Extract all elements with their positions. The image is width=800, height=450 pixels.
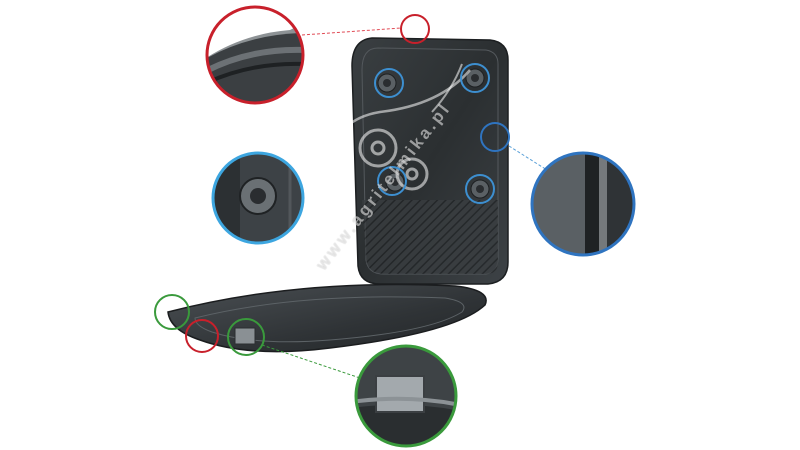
callout-marker-blue-tl bbox=[374, 68, 404, 98]
callout-marker-green-left bbox=[154, 294, 190, 330]
leader-line-green bbox=[261, 344, 361, 379]
callout-marker-green-tab bbox=[227, 318, 265, 356]
callout-marker-blue-tr bbox=[460, 63, 490, 93]
magnifier-blue-screw bbox=[211, 151, 305, 245]
callout-marker-red-top bbox=[400, 14, 430, 44]
callout-marker-blue-edge bbox=[480, 122, 510, 152]
leader-line-red bbox=[301, 27, 402, 36]
callout-marker-blue-screw bbox=[377, 166, 407, 196]
callout-marker-red-left bbox=[185, 319, 219, 353]
screw-top-right bbox=[465, 68, 485, 88]
screw-bottom-left bbox=[385, 172, 405, 192]
front-tray bbox=[167, 283, 487, 353]
screw-bottom-right bbox=[470, 179, 490, 199]
magnifier-red-top bbox=[205, 5, 305, 105]
gear-logo-watermark bbox=[324, 63, 471, 191]
magnifier-blue-edge bbox=[530, 151, 636, 257]
leader-line-blue-right bbox=[508, 145, 548, 171]
magnifier-green-tab bbox=[354, 344, 458, 448]
callout-marker-blue-br bbox=[465, 174, 495, 204]
screw-top-left bbox=[377, 73, 397, 93]
back-plate bbox=[351, 37, 509, 285]
